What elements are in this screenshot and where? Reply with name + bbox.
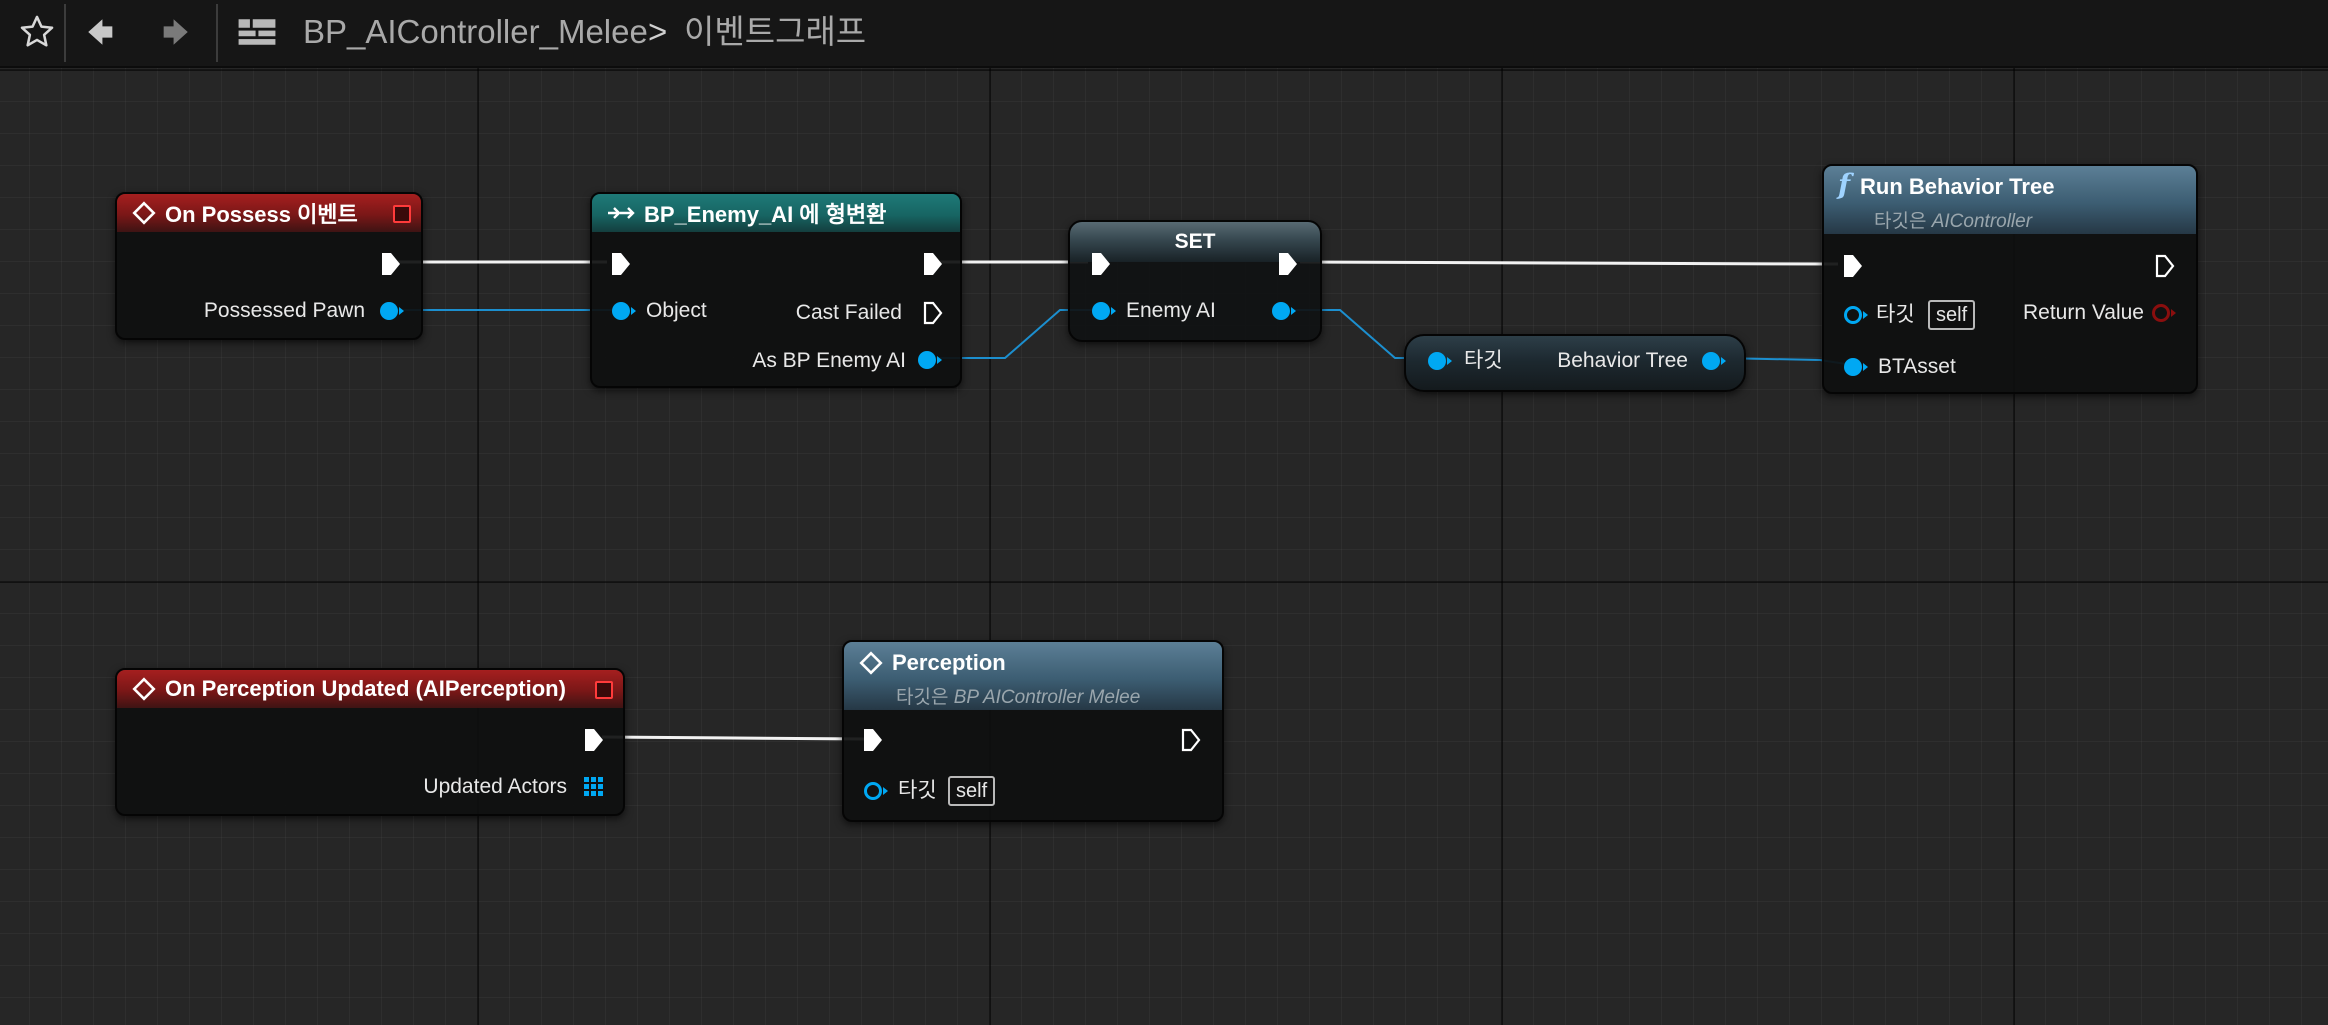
delegate-pin-icon[interactable] (595, 681, 613, 699)
back-arrow-icon (88, 19, 113, 45)
star-icon (20, 15, 54, 47)
node-title: BP_Enemy_AI 에 형변환 (644, 202, 887, 227)
node-header: BP_Enemy_AI 에 형변환 (592, 194, 960, 232)
object-in-pin-icon[interactable] (1090, 300, 1118, 322)
node-title: On Possess 이벤트 (165, 202, 358, 227)
self-default-value[interactable]: self (948, 776, 996, 806)
exec-out-empty-pin-icon[interactable] (2154, 253, 2176, 279)
toolbar-separator (216, 4, 218, 62)
blueprint-graph-icon (238, 19, 276, 45)
set-enemy-ai-node[interactable]: SET Enemy AI (1068, 220, 1322, 342)
object-in-pin-icon[interactable] (1842, 356, 1870, 378)
cast-to-enemy-node[interactable]: BP_Enemy_AI 에 형변환 Object Cast Failed As … (590, 192, 962, 388)
node-subtitle-prefix: 타깃은 (1874, 211, 1927, 232)
node-header: SET (1070, 222, 1320, 262)
delegate-pin-icon[interactable] (393, 205, 411, 223)
exec-out-empty-pin-icon[interactable] (922, 300, 944, 326)
event-diamond-icon (132, 677, 156, 701)
array-pin-icon[interactable] (583, 776, 605, 798)
node-header: On Possess 이벤트 (117, 194, 421, 232)
node-title: Perception (892, 650, 1006, 675)
breadcrumb-separator-icon: > (648, 13, 668, 50)
exec-in-pin-icon[interactable] (862, 727, 884, 753)
get-behavior-tree-node[interactable]: 타깃 Behavior Tree (1404, 334, 1746, 392)
node-header: f Run Behavior Tree (1824, 166, 2196, 234)
forward-button[interactable] (150, 8, 200, 56)
node-subtitle: 타깃은 AIController (1874, 206, 2032, 233)
graph-toolbar: BP_AIController_Melee > 이벤트그래프 (0, 0, 2328, 68)
blueprint-graph-button[interactable] (232, 8, 282, 56)
node-header: Perception (844, 642, 1222, 710)
pin-label-behavior-tree: Behavior Tree (1557, 349, 1688, 372)
pin-label-possessed-pawn: Possessed Pawn (203, 299, 365, 322)
object-out-pin-icon[interactable] (378, 300, 406, 322)
on-perception-updated-event-node[interactable]: On Perception Updated (AIPerception) Upd… (115, 668, 625, 816)
exec-in-pin-icon[interactable] (1090, 251, 1112, 277)
self-default-value[interactable]: self (1928, 300, 1976, 330)
pin-label-cast-failed: Cast Failed (795, 301, 902, 324)
pin-label-target: 타깃 (1876, 303, 1915, 326)
object-out-pin-icon[interactable] (1700, 350, 1728, 372)
target-in-pin-icon[interactable] (862, 780, 890, 802)
on-possess-event-node[interactable]: On Possess 이벤트 Possessed Pawn (115, 192, 423, 340)
node-title: On Perception Updated (AIPerception) (165, 676, 566, 701)
exec-out-pin-icon[interactable] (380, 251, 402, 277)
favorite-button[interactable] (12, 8, 62, 56)
function-f-icon: f (1838, 168, 1851, 201)
pin-label-object: Object (646, 299, 707, 322)
pin-label-btasset: BTAsset (1878, 355, 1956, 378)
perception-function-node[interactable]: Perception 타깃은 BP AIController Melee 타깃 … (842, 640, 1224, 822)
target-in-pin-icon[interactable] (1842, 304, 1870, 326)
object-in-pin-icon[interactable] (610, 300, 638, 322)
forward-arrow-icon (163, 19, 188, 45)
node-subtitle-prefix: 타깃은 (896, 687, 949, 708)
node-header: On Perception Updated (AIPerception) (117, 670, 623, 708)
pin-label-target: 타깃 (1464, 349, 1503, 372)
object-out-pin-icon[interactable] (916, 349, 944, 371)
exec-in-pin-icon[interactable] (610, 251, 632, 277)
breadcrumb-graph[interactable]: 이벤트그래프 (684, 13, 867, 50)
node-subtitle-class: BP AIController Melee (953, 687, 1141, 708)
node-title: SET (1174, 230, 1216, 253)
exec-out-pin-icon[interactable] (583, 727, 605, 753)
return-value-pin-icon[interactable] (2150, 302, 2178, 324)
event-diamond-icon (859, 651, 883, 675)
run-behavior-tree-node[interactable]: f Run Behavior Tree 타깃은 AIController 타깃 … (1822, 164, 2198, 394)
node-title: Run Behavior Tree (1860, 174, 2055, 199)
toolbar-separator (64, 4, 66, 62)
object-in-pin-icon[interactable] (1426, 350, 1454, 372)
object-out-pin-icon[interactable] (1270, 300, 1298, 322)
cast-arrows-icon (608, 207, 635, 219)
pin-label-enemy-ai: Enemy AI (1126, 299, 1216, 322)
exec-out-pin-icon[interactable] (1277, 251, 1299, 277)
pin-label-updated-actors: Updated Actors (423, 775, 567, 798)
event-diamond-icon (132, 201, 156, 225)
breadcrumb-blueprint[interactable]: BP_AIController_Melee (303, 13, 648, 50)
exec-out-empty-pin-icon[interactable] (1180, 727, 1202, 753)
exec-out-pin-icon[interactable] (922, 251, 944, 277)
pin-label-as-enemy: As BP Enemy AI (752, 349, 906, 372)
node-subtitle: 타깃은 BP AIController Melee (896, 682, 1140, 709)
exec-in-pin-icon[interactable] (1842, 253, 1864, 279)
pin-label-return-value: Return Value (2022, 301, 2144, 324)
node-subtitle-class: AIController (1931, 211, 2033, 232)
pin-label-target: 타깃 (898, 779, 937, 802)
back-button[interactable] (76, 8, 126, 56)
